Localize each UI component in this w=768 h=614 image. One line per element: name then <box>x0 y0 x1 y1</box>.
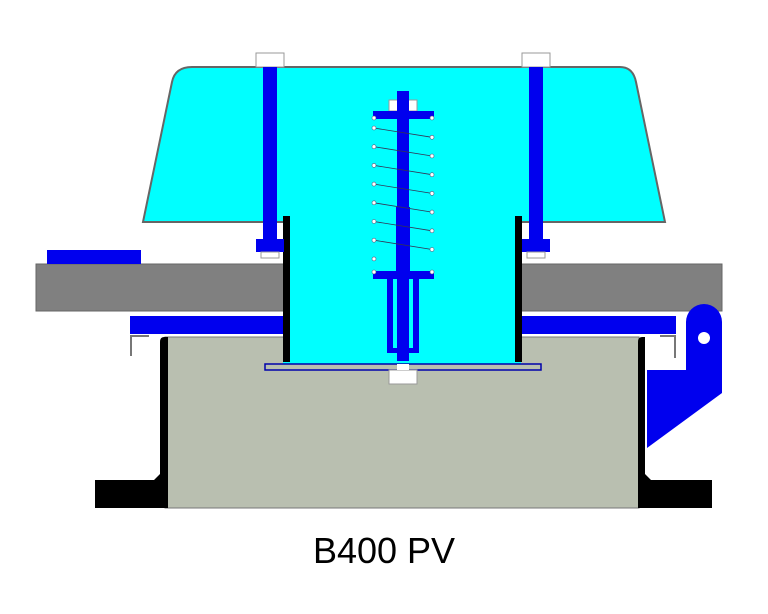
lower-spring-plate <box>373 271 434 279</box>
spring-coil-point <box>371 200 377 206</box>
spring-coil-line <box>373 127 433 138</box>
spring-coil-point <box>429 247 435 252</box>
spring-coil-point <box>371 269 377 275</box>
left-pad <box>47 250 141 264</box>
spring-coil-point <box>429 228 435 234</box>
hinge-pin-hole <box>698 332 710 344</box>
spring-coil-point <box>429 172 435 177</box>
left-bolt-washer <box>260 251 280 259</box>
left-drip-lip <box>130 335 149 356</box>
spring-coil-line <box>373 221 433 232</box>
bottom-rod-end <box>397 364 409 370</box>
spring-coil-point <box>429 153 435 159</box>
spring-coil-line <box>373 239 433 250</box>
spring-coil-point <box>371 163 377 168</box>
right-drip-lip <box>660 335 676 358</box>
left-bolt <box>263 67 277 239</box>
spring-coil-point <box>371 144 377 149</box>
right-base-flange <box>638 337 712 508</box>
right-bolt-head <box>521 52 551 68</box>
spring-coil-point <box>371 181 377 187</box>
right-column-wall <box>515 216 522 362</box>
left-base-flange <box>95 337 168 508</box>
spring-coil <box>371 115 435 275</box>
spring-coil-point <box>429 209 435 215</box>
right-underplate <box>522 316 676 334</box>
spring-coil-point <box>371 115 377 121</box>
diagram-title: B400 PV <box>312 530 456 571</box>
upper-spring-plate <box>373 111 434 119</box>
left-bolt-head <box>255 52 285 68</box>
right-bolt-washer <box>526 251 546 259</box>
spring-coil-point <box>371 219 377 224</box>
rod-sleeve <box>396 207 410 277</box>
spring-coil-point <box>429 269 435 275</box>
spring-coil-point <box>371 125 377 131</box>
left-underplate <box>130 316 283 334</box>
spring-coil-point <box>371 256 377 262</box>
spring-coil-line <box>373 202 433 213</box>
spring-coil-point <box>429 135 435 140</box>
spring-coil-line <box>373 165 433 176</box>
left-bolt-nut <box>256 239 284 252</box>
spring-coil-point <box>429 191 435 196</box>
spring-coil-line <box>373 146 433 157</box>
right-bolt-nut <box>522 239 550 252</box>
bottom-nut <box>388 369 418 385</box>
right-bolt <box>529 67 543 239</box>
spring-coil-point <box>429 115 435 121</box>
left-column-wall <box>283 216 290 362</box>
spring-coil-point <box>371 237 377 243</box>
spring-coil-line <box>373 183 433 194</box>
guide-legs <box>387 279 419 353</box>
